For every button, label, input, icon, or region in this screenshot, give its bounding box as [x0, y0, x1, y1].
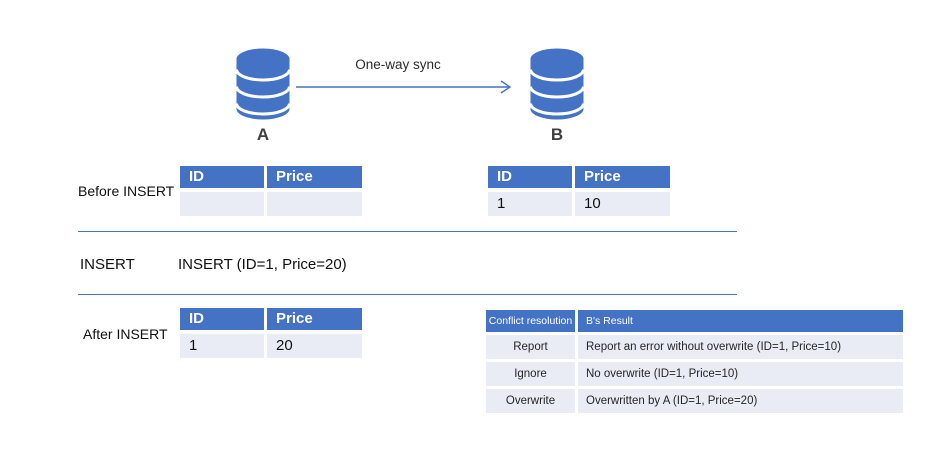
section-divider-top: [78, 231, 737, 232]
section-divider-bottom: [78, 294, 737, 295]
cell-id: 1: [180, 334, 264, 358]
sync-arrow-label: One-way sync: [355, 57, 441, 72]
cell-resolution: Ignore: [486, 362, 575, 386]
cell-id: 1: [488, 192, 572, 216]
header-cell-price: Price: [267, 166, 362, 188]
database-b-label: B: [550, 125, 564, 144]
header-cell-conflict-resolution: Conflict resolution: [486, 310, 575, 332]
before-insert-label: Before INSERT: [78, 183, 175, 199]
table-header-row: ID Price: [488, 166, 670, 188]
table-row: 1 20: [180, 334, 362, 358]
cell-result: Report an error without overwrite (ID=1,…: [578, 335, 903, 359]
cell-resolution: Report: [486, 335, 575, 359]
header-cell-id: ID: [180, 166, 264, 188]
database-a-icon: [236, 48, 290, 120]
cell-price: 20: [267, 334, 362, 358]
insert-statement: INSERT (ID=1, Price=20): [178, 256, 347, 273]
after-insert-label: After INSERT: [83, 326, 168, 342]
table-a-before: ID Price: [180, 166, 362, 220]
cell-resolution: Overwrite: [486, 389, 575, 413]
table-header-row: ID Price: [180, 308, 362, 330]
cell-result: Overwritten by A (ID=1, Price=20): [578, 389, 903, 413]
sync-arrow-icon: [296, 80, 512, 94]
header-cell-id: ID: [488, 166, 572, 188]
cell-id: [180, 192, 264, 216]
table-row-ignore: Ignore No overwrite (ID=1, Price=10): [486, 362, 903, 386]
conflict-resolution-table: Conflict resolution B's Result Report Re…: [486, 310, 903, 416]
table-header-row: Conflict resolution B's Result: [486, 310, 903, 332]
header-cell-id: ID: [180, 308, 264, 330]
header-cell-price: Price: [575, 166, 670, 188]
table-header-row: ID Price: [180, 166, 362, 188]
cell-price: 10: [575, 192, 670, 216]
cell-result: No overwrite (ID=1, Price=10): [578, 362, 903, 386]
cell-price: [267, 192, 362, 216]
table-row-overwrite: Overwrite Overwritten by A (ID=1, Price=…: [486, 389, 903, 413]
table-a-after: ID Price 1 20: [180, 308, 362, 362]
table-row: [180, 192, 362, 216]
header-cell-bs-result: B's Result: [578, 310, 903, 332]
database-b-icon: [530, 48, 584, 120]
header-cell-price: Price: [267, 308, 362, 330]
table-row: 1 10: [488, 192, 670, 216]
table-row-report: Report Report an error without overwrite…: [486, 335, 903, 359]
database-a-label: A: [256, 125, 270, 144]
table-b-before: ID Price 1 10: [488, 166, 670, 220]
insert-section-label: INSERT: [80, 256, 135, 273]
